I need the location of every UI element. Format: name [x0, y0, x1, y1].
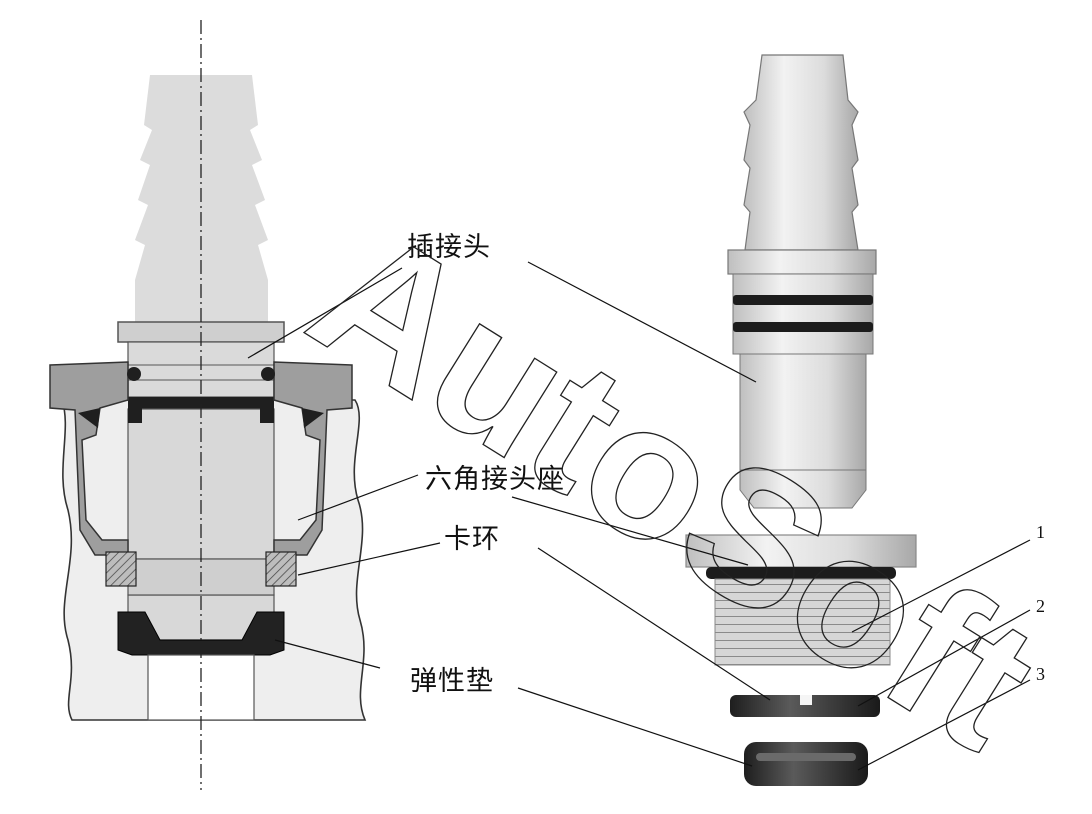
label-elastic-pad: 弹性垫 [410, 666, 494, 697]
elastic-pad-section [117, 611, 285, 656]
watermark: AutoSoft [278, 185, 1070, 790]
label-plug-connector: 插接头 [407, 232, 491, 263]
label-number-3: 3 [1036, 664, 1045, 684]
label-snap-ring: 卡环 [444, 524, 500, 555]
elastic-pad-part [744, 742, 868, 786]
label-hex-seat: 六角接头座 [425, 464, 565, 495]
snap-ring-section [105, 551, 297, 587]
hex-seat-section [49, 361, 353, 556]
exploded-view [685, 54, 917, 786]
snap-ring-part [730, 695, 880, 717]
label-number-1: 1 [1036, 522, 1045, 542]
plug-connector-part [727, 54, 877, 509]
label-number-2: 2 [1036, 596, 1045, 616]
cross-section-view [49, 20, 367, 790]
leader-lines [247, 261, 1031, 771]
hex-seat-part [685, 534, 917, 666]
